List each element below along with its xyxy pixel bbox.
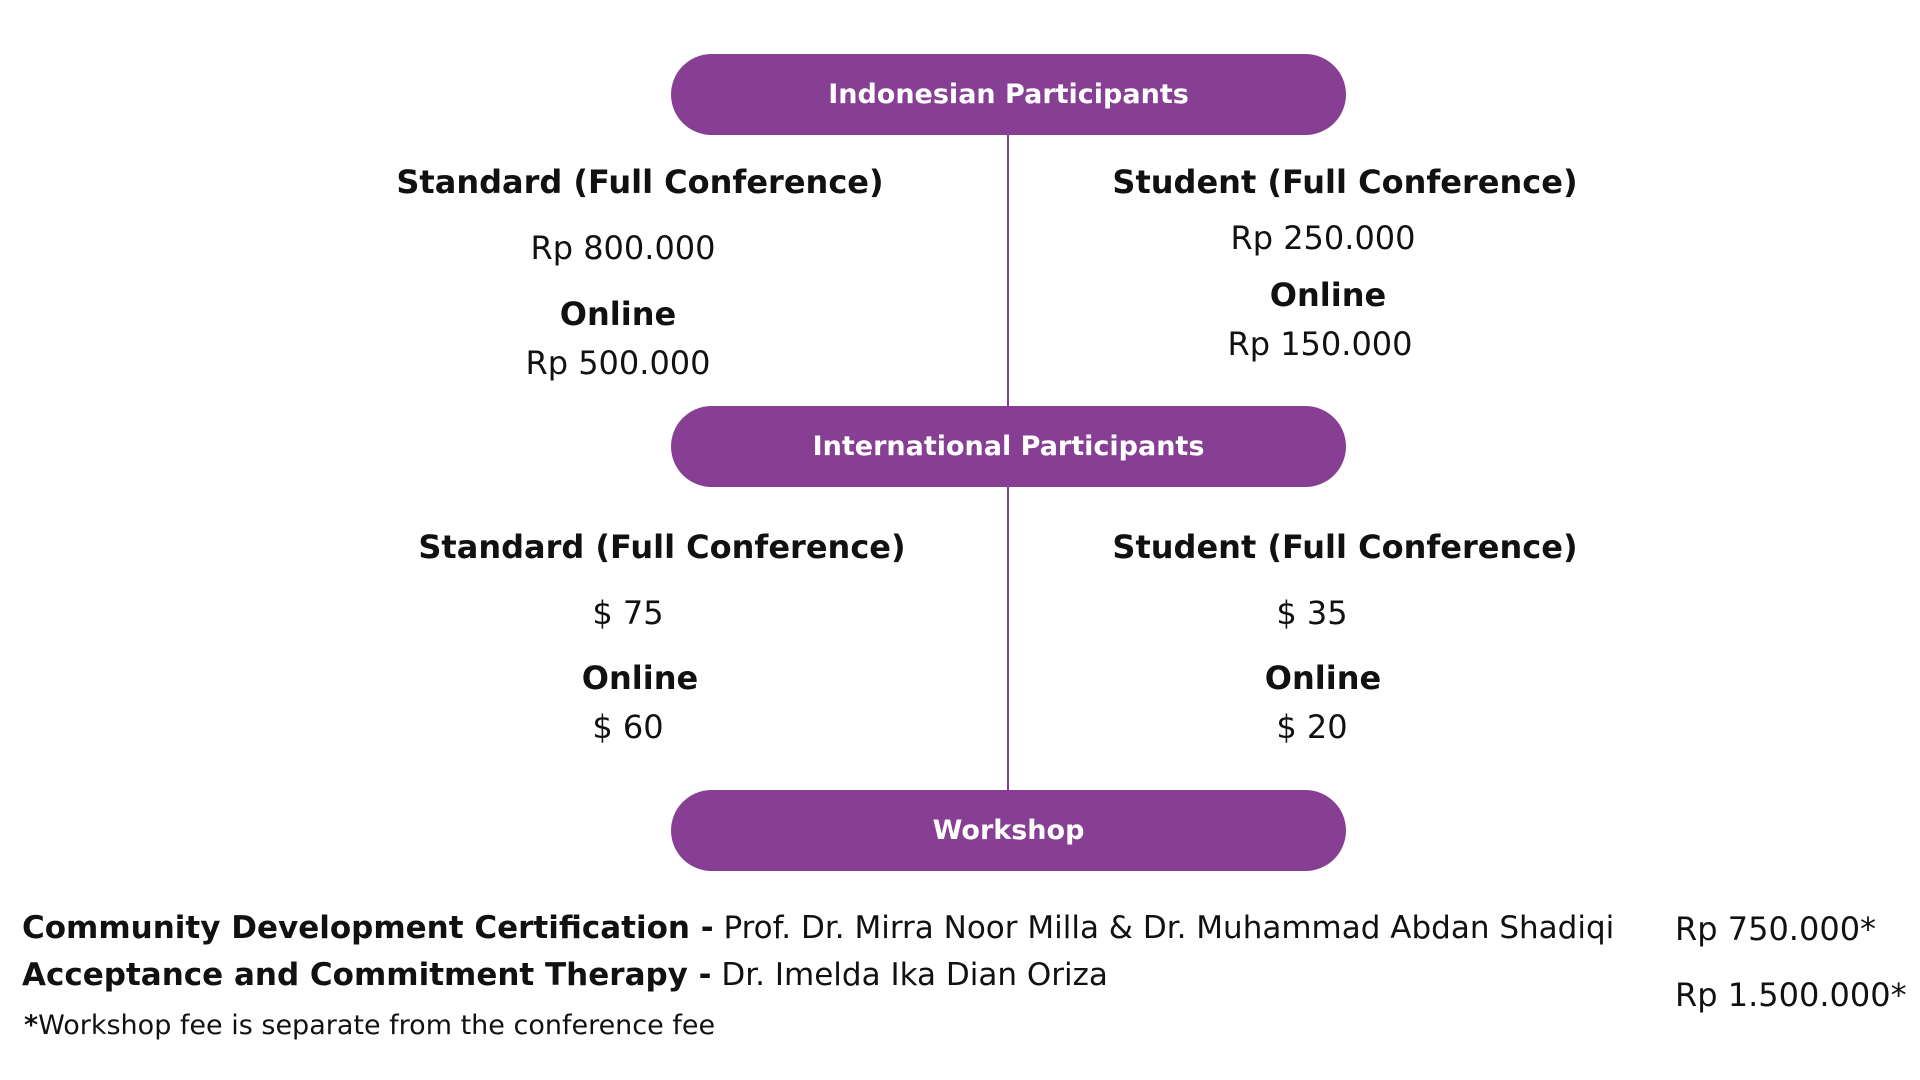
- international-standard-heading: Standard (Full Conference): [418, 528, 906, 566]
- workshop-banner: Workshop: [671, 790, 1346, 871]
- indonesian-student-price: Rp 250.000: [1230, 219, 1416, 257]
- indonesian-participants-banner: Indonesian Participants: [671, 54, 1346, 135]
- indonesian-student-heading: Student (Full Conference): [1112, 163, 1578, 201]
- international-participants-title: International Participants: [812, 431, 1205, 462]
- indonesian-standard-price: Rp 800.000: [530, 229, 716, 267]
- workshop-item-community-development: Community Development Certification - Pr…: [22, 910, 1614, 946]
- indonesian-standard-heading: Standard (Full Conference): [396, 163, 884, 201]
- international-standard-price: $ 75: [592, 594, 664, 632]
- international-student-heading: Student (Full Conference): [1112, 528, 1578, 566]
- footnote-mark: *: [24, 1010, 39, 1041]
- indonesian-standard-online-price: Rp 500.000: [525, 344, 711, 382]
- connector-line-top: [1007, 134, 1009, 407]
- workshop-title: Workshop: [932, 815, 1085, 846]
- workshop-item-name: Community Development Certification -: [22, 910, 714, 946]
- workshop-item-price: Rp 1.500.000*: [1675, 976, 1907, 1014]
- international-student-price: $ 35: [1276, 594, 1348, 632]
- workshop-item-price: Rp 750.000*: [1675, 910, 1877, 948]
- indonesian-student-online-label: Online: [1269, 276, 1387, 314]
- footnote-text: Workshop fee is separate from the confer…: [38, 1010, 716, 1041]
- international-participants-banner: International Participants: [671, 406, 1346, 487]
- international-student-online-label: Online: [1264, 659, 1382, 697]
- indonesian-student-online-price: Rp 150.000: [1227, 325, 1413, 363]
- international-student-online-price: $ 20: [1276, 708, 1348, 746]
- indonesian-standard-online-label: Online: [559, 295, 677, 333]
- indonesian-participants-title: Indonesian Participants: [828, 79, 1189, 110]
- workshop-item-acceptance-commitment: Acceptance and Commitment Therapy - Dr. …: [22, 957, 1108, 993]
- workshop-item-speakers: Prof. Dr. Mirra Noor Milla & Dr. Muhamma…: [723, 910, 1615, 946]
- international-standard-online-label: Online: [581, 659, 699, 697]
- workshop-footnote: *Workshop fee is separate from the confe…: [24, 1010, 715, 1041]
- workshop-item-name: Acceptance and Commitment Therapy -: [22, 957, 712, 993]
- workshop-item-speakers: Dr. Imelda Ika Dian Oriza: [721, 957, 1108, 993]
- international-standard-online-price: $ 60: [592, 708, 664, 746]
- connector-line-middle: [1007, 486, 1009, 791]
